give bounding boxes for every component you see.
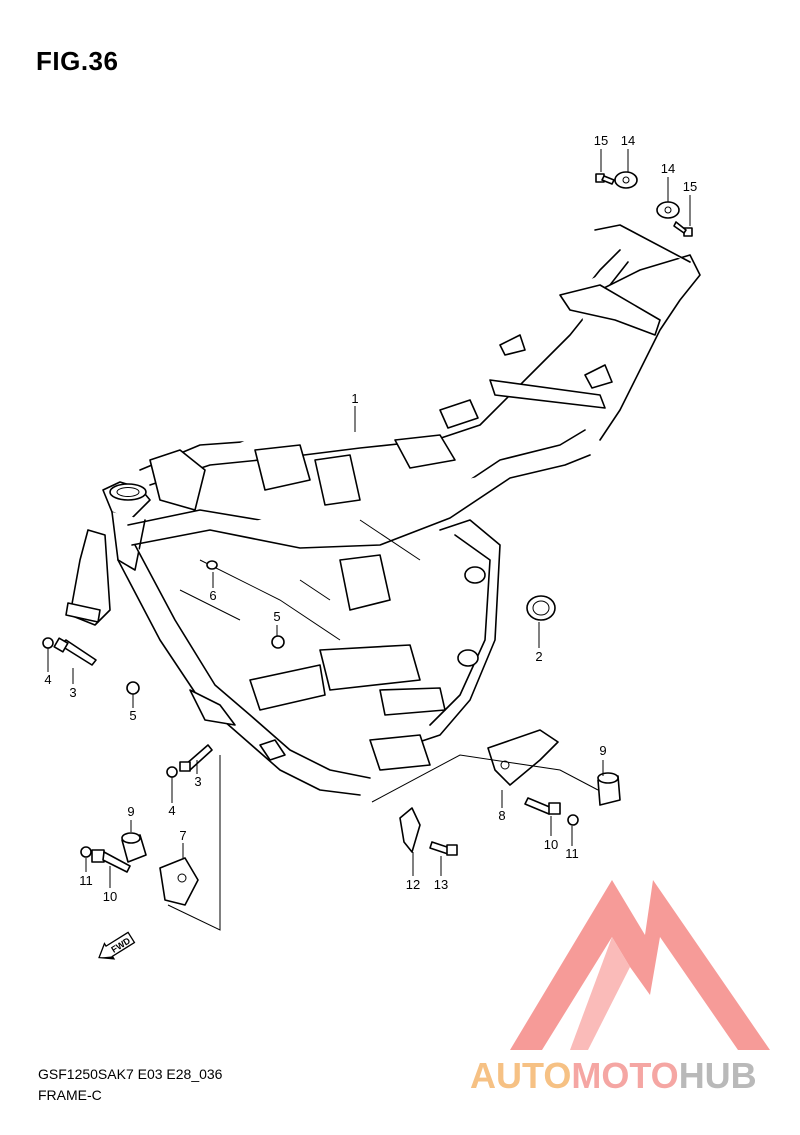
plug-part-2 (526, 595, 556, 621)
callout-2: 2 (535, 649, 542, 664)
bracket-part-7 (159, 857, 199, 906)
callout-15-right: 15 (683, 179, 697, 194)
bolt-part-10-right (524, 797, 561, 815)
cap-part-14-left (614, 171, 638, 189)
callout-13: 13 (434, 877, 448, 892)
callout-4-left: 4 (44, 672, 51, 687)
plug-part-6 (206, 560, 218, 570)
callout-11-right: 11 (565, 846, 579, 861)
callout-1: 1 (351, 391, 358, 406)
callout-12: 12 (406, 877, 420, 892)
nut-part-5-center (271, 635, 285, 649)
cap-part-14-right (656, 201, 680, 219)
callout-labels: 1 2 3 3 4 4 5 5 6 7 8 9 9 10 10 11 11 12… (44, 133, 697, 904)
bolt-part-3-left (53, 637, 97, 666)
bolt-part-3-center (179, 744, 213, 772)
callout-3-left: 3 (69, 685, 76, 700)
callout-14-right: 14 (661, 161, 675, 176)
bolt-part-13 (429, 841, 458, 856)
nut-part-11-left (80, 846, 92, 858)
nut-part-4-left (42, 637, 54, 649)
callout-10-left: 10 (103, 889, 117, 904)
callout-15-left: 15 (594, 133, 608, 148)
leader-lines (47, 149, 691, 931)
screw-part-15-left (595, 173, 615, 185)
callout-5-center: 5 (273, 609, 280, 624)
watermark-triangle-logo (510, 880, 770, 1050)
bolt-part-10-left (91, 849, 131, 873)
bracket-part-12 (399, 807, 421, 853)
automotohub-watermark: AUTOMOTOHUB (470, 875, 800, 1115)
main-frame-drawing (65, 224, 701, 796)
bracket-part-8 (487, 729, 559, 786)
callout-5-left: 5 (129, 708, 136, 723)
model-code: GSF1250SAK7 E03 E28_036 (38, 1066, 223, 1082)
callout-3-center: 3 (194, 774, 201, 789)
nut-part-4-center (166, 766, 178, 778)
callout-9-right: 9 (599, 743, 606, 758)
diagram-footer: GSF1250SAK7 E03 E28_036 FRAME-C (38, 1064, 222, 1106)
callout-4-center: 4 (168, 803, 175, 818)
fwd-arrow-icon: FWD (98, 931, 136, 960)
watermark-text-hub: HUB (678, 1055, 757, 1096)
bush-part-9-right (597, 772, 621, 806)
watermark-text: AUTOMOTOHUB (470, 1055, 800, 1097)
callout-14-left: 14 (621, 133, 635, 148)
watermark-text-auto: AUTO (470, 1055, 572, 1096)
callout-10-right: 10 (544, 837, 558, 852)
callout-11-left: 11 (79, 873, 93, 888)
callout-9-left: 9 (127, 804, 134, 819)
watermark-text-moto: MOTO (571, 1055, 679, 1096)
callout-6: 6 (209, 588, 216, 603)
section-name: FRAME-C (38, 1087, 102, 1103)
nut-part-11-right (567, 814, 579, 826)
figure-title: FIG.36 (36, 46, 119, 76)
screw-part-15-right (673, 221, 693, 237)
callout-8: 8 (498, 808, 505, 823)
nut-part-5-left (126, 681, 140, 695)
bush-part-9-left (121, 832, 147, 863)
callout-7: 7 (179, 828, 186, 843)
